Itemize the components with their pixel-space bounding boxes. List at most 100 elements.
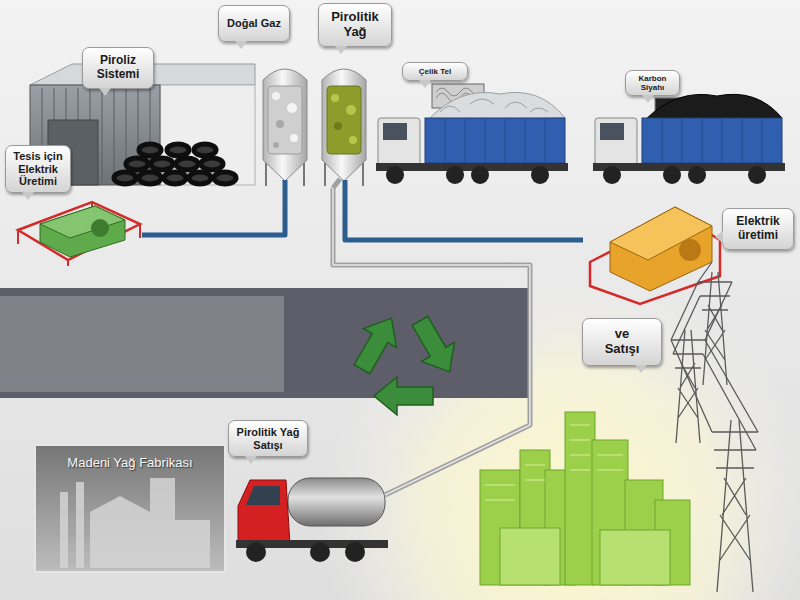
node-text: Pirolitik Yağ Satışı xyxy=(234,426,302,451)
gas-tank-part xyxy=(287,103,297,113)
node-text: Elektrik üretimi xyxy=(728,215,788,243)
tire-stack-part xyxy=(214,172,236,184)
gas-tank-part xyxy=(276,120,284,128)
tanker-truck-part xyxy=(246,486,280,505)
pipe-connector xyxy=(333,188,530,495)
node-text: Tesis için Elektrik Üretimi xyxy=(10,150,66,188)
gas-tank-part xyxy=(272,92,280,100)
node-text: Pirolitik Yağ xyxy=(325,10,385,40)
diagram-node: Doğal Gaz xyxy=(218,5,310,188)
oil-factory-part-part xyxy=(60,492,68,568)
plant-generator-part xyxy=(40,206,125,238)
speech-bubble: ve Satışı xyxy=(582,318,662,366)
plant-generator-part xyxy=(91,219,109,237)
speech-bubble: Doğal Gaz xyxy=(218,5,290,42)
recycle-symbol-part xyxy=(346,309,408,379)
speech-bubble: Çelik Tel xyxy=(402,62,468,81)
city-part xyxy=(600,530,670,585)
pipe-line xyxy=(345,188,583,240)
grey-band-part xyxy=(0,296,284,392)
node-text: Çelik Tel xyxy=(407,67,463,76)
gas-tank-part xyxy=(283,180,288,188)
steel-wire-truck-part xyxy=(446,166,464,184)
node-text: Madeni Yağ Fabrikası xyxy=(39,455,221,470)
carbon-black-truck-part xyxy=(688,166,706,184)
tire-stack-part xyxy=(164,172,186,184)
node-text: Karbon Siyahı xyxy=(630,74,675,92)
diagram-node: Tesis için Elektrik Üretimi xyxy=(5,145,142,268)
carbon-black-truck-part xyxy=(595,118,637,168)
tire-stack-part xyxy=(176,158,198,170)
steel-wire-truck-part xyxy=(440,99,548,112)
factory-label: Madeni Yağ Fabrikası xyxy=(35,453,225,472)
speech-bubble: Elektrik üretimi xyxy=(722,208,794,250)
diagram-node: Çelik Tel xyxy=(375,62,570,184)
diagram-node: Pirolitik Yağ xyxy=(315,3,395,188)
tire-stack-part xyxy=(201,158,223,170)
oil-tank-part xyxy=(322,69,366,181)
tire-stack-part xyxy=(194,144,216,156)
carbon-black-truck-part xyxy=(603,166,621,184)
gas-tank-part xyxy=(273,142,279,148)
carbon-black-truck-part xyxy=(600,123,624,140)
background-part xyxy=(320,270,800,600)
tire-stack-part xyxy=(167,144,189,156)
tire-stack-part xyxy=(126,158,148,170)
tire-stack-part xyxy=(139,172,161,184)
oil-tank-part xyxy=(333,179,340,188)
tanker-truck-part xyxy=(310,542,330,562)
tanker-truck-part xyxy=(288,478,385,526)
oil-tank xyxy=(322,69,366,188)
oil-tank-part xyxy=(349,136,357,144)
oil-factory-part-part xyxy=(90,478,210,568)
pipe-connector xyxy=(142,188,285,235)
carbon-black-truck-part xyxy=(662,118,762,163)
carbon-black-truck-part xyxy=(645,94,782,120)
pipe-connector xyxy=(345,188,583,240)
speech-bubble: Tesis için Elektrik Üretimi xyxy=(5,145,71,193)
plant-generator xyxy=(18,202,140,266)
pipe-core xyxy=(333,188,530,495)
tanker-truck-part xyxy=(345,542,365,562)
plant-generator-part xyxy=(18,202,140,260)
carbon-black-truck-part xyxy=(663,166,681,184)
oil-factory xyxy=(35,445,225,572)
recycle-symbol-part xyxy=(404,311,466,381)
tire-stack xyxy=(114,144,236,184)
diagram-node: Pirolitik Yağ Satışı xyxy=(228,420,385,568)
pipe-line xyxy=(142,188,285,235)
tanker-truck xyxy=(236,478,388,562)
gas-tank-part xyxy=(263,69,307,181)
power-generator xyxy=(590,207,720,304)
oil-tank-part xyxy=(334,122,342,130)
carbon-black-truck-part xyxy=(748,166,766,184)
diagram-node: Karbon Siyahı xyxy=(592,68,785,183)
gas-tank-part xyxy=(290,134,298,142)
oil-tank-part xyxy=(331,94,339,102)
diagram-node: Madeni Yağ Fabrikası xyxy=(35,445,225,572)
pyrolysis-building-part xyxy=(160,85,255,185)
steel-wire-truck xyxy=(376,84,568,184)
carbon-black-truck xyxy=(593,94,785,184)
steel-wire-truck-part xyxy=(383,123,407,140)
city-part xyxy=(565,412,595,585)
node-text: Doğal Gaz xyxy=(224,17,284,30)
gas-tank-part xyxy=(268,86,302,154)
city-part xyxy=(500,528,560,585)
tire-stack-part xyxy=(189,172,211,184)
steel-wire-truck-part xyxy=(445,118,545,163)
city xyxy=(480,412,690,585)
oil-factory-part xyxy=(35,445,225,572)
oil-factory-part xyxy=(60,478,210,568)
tanker-truck-part xyxy=(246,542,266,562)
power-generator-part xyxy=(610,207,712,260)
gas-tank xyxy=(263,69,307,188)
power-lines-part xyxy=(698,272,732,385)
tire-stack-part xyxy=(114,172,136,184)
grey-band-part xyxy=(0,288,528,398)
node-text: ve Satışı xyxy=(601,327,643,357)
